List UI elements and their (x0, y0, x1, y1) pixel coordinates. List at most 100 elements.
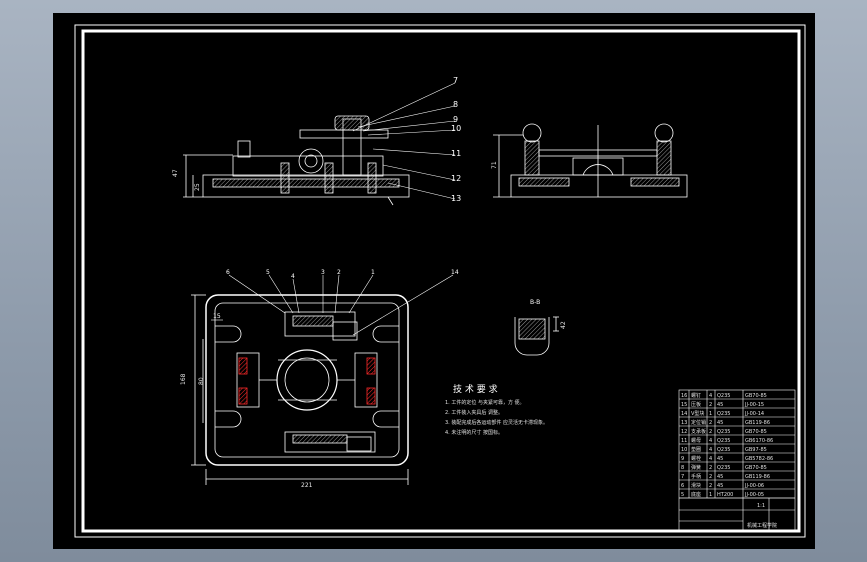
title-block-cell: 11 (681, 438, 687, 444)
title-block-cell: GB70-85 (745, 429, 767, 435)
leader-label-2: 2 (337, 269, 341, 276)
title-block-cell: JJ-00-06 (744, 483, 764, 489)
title-block-cell: GB6170-86 (745, 438, 773, 444)
title-block-footer: 1:1 机械工程学院 (747, 503, 777, 529)
title-block-cell: 2 (709, 429, 712, 435)
title-block-cell: 底座 (691, 491, 701, 498)
dim-top-width: 221 (301, 482, 313, 489)
title-block-cell: 4 (709, 438, 712, 444)
title-block-cell: V型块 (691, 410, 704, 417)
tech-req-item-3: 3. 装配完成后各运动部件 应灵活无卡滞现象。 (445, 419, 548, 426)
title-block-cell: GB70-85 (745, 393, 767, 399)
title-block-cell: 4 (709, 393, 712, 399)
leader-label-4: 4 (291, 273, 295, 280)
title-block-cell: 2 (709, 483, 712, 489)
leader-label-8: 8 (453, 100, 458, 109)
title-block-school: 机械工程学院 (747, 522, 777, 529)
title-block-cell: GB5782-86 (745, 456, 773, 462)
tech-req-item-2: 2. 工件装入夹具后 调整。 (445, 409, 503, 416)
tech-req-item-4: 4. 未注明的尺寸 按国标。 (445, 429, 503, 436)
title-block-cell: Q235 (717, 429, 730, 435)
title-block-cell: 压板 (691, 401, 701, 408)
leader-label-6: 6 (226, 269, 230, 276)
leader-label-14: 14 (451, 269, 459, 276)
leader-label-1: 1 (371, 269, 375, 276)
dim-front-base: 25 (194, 183, 201, 191)
title-block-scale: 1:1 (757, 503, 765, 509)
title-block-cell: 45 (717, 420, 723, 426)
title-block-cell: 6 (681, 483, 684, 489)
title-block-cell: 1 (709, 492, 712, 498)
title-block-cell: 45 (717, 474, 723, 480)
title-block-cell: 2 (709, 474, 712, 480)
title-block-cell: 4 (709, 456, 712, 462)
title-block-cell: 手柄 (691, 473, 701, 480)
section-label: B-B (530, 299, 540, 306)
title-block-cell: GB119-86 (745, 420, 770, 426)
title-block-cell: 7 (681, 474, 684, 480)
leader-label-5: 5 (266, 269, 270, 276)
dim-top-height: 168 (180, 373, 187, 385)
title-block-cell: 13 (681, 420, 687, 426)
title-block-cell: 支承板 (691, 428, 706, 435)
title-block-cell: JJ-00-14 (744, 411, 764, 417)
title-block-cell: 14 (681, 411, 687, 417)
leader-label-10: 10 (451, 124, 461, 133)
title-block-cell: 1 (709, 411, 712, 417)
leader-label-3: 3 (321, 269, 325, 276)
cad-drawing-canvas[interactable]: 47 25 7 8 9 10 11 12 13 71 (53, 13, 815, 549)
title-block-cell: 45 (717, 483, 723, 489)
title-block-cell: 16 (681, 393, 687, 399)
leader-label-11: 11 (451, 149, 461, 158)
leader-label-9: 9 (453, 115, 458, 124)
title-block-cell: Q235 (717, 393, 730, 399)
top-view-leader-labels: 6 5 4 3 2 1 14 15 (213, 269, 459, 320)
dim-front-height: 47 (172, 169, 179, 177)
title-block-cell: 10 (681, 447, 687, 453)
title-block-cell: 2 (709, 420, 712, 426)
title-block-cell: 15 (681, 402, 687, 408)
title-block-cell: 2 (709, 402, 712, 408)
front-view-leaders (352, 82, 456, 200)
section-dim: 42 (560, 321, 567, 329)
tech-req-item-1: 1. 工件的定位 与夹紧可靠，方 便。 (445, 399, 525, 406)
top-view-leaders (211, 274, 454, 336)
title-block-cell: 8 (681, 465, 684, 471)
front-view: 47 25 (172, 115, 410, 206)
technical-requirements: 技 术 要 求 1. 工件的定位 与夹紧可靠，方 便。 2. 工件装入夹具后 调… (445, 383, 548, 436)
title-block-cell: HT200 (717, 492, 733, 498)
title-block-cell: 45 (717, 456, 723, 462)
title-block-cell: JJ-00-05 (744, 492, 764, 498)
title-block-cell: 4 (709, 447, 712, 453)
title-block-cell: 螺钉 (691, 392, 701, 399)
drawing-sheet: 47 25 7 8 9 10 11 12 13 71 (74, 24, 806, 538)
title-block-cell: JJ-00-15 (744, 402, 764, 408)
title-block-cell: 2 (709, 465, 712, 471)
title-block-cell: 弹簧 (691, 464, 701, 471)
title-block-cell: Q235 (717, 438, 730, 444)
leader-label-7: 7 (453, 76, 458, 85)
title-block-cell: Q235 (717, 465, 730, 471)
top-view: 168 80 221 (180, 294, 409, 489)
title-block-cell: 螺母 (691, 437, 701, 444)
dim-side-height: 71 (491, 161, 498, 169)
title-block-cell: Q235 (717, 411, 730, 417)
title-block-cell: 12 (681, 429, 687, 435)
section-b-b: B-B 42 (514, 299, 567, 356)
title-block-cell: GB70-85 (745, 465, 767, 471)
inner-border (81, 29, 801, 533)
title-block-cell: 定位销 (691, 419, 706, 426)
side-view: 71 (491, 123, 688, 198)
title-block-cell: 5 (681, 492, 684, 498)
leader-label-15: 15 (213, 313, 221, 320)
front-view-leader-labels: 7 8 9 10 11 12 13 (451, 76, 461, 203)
title-block-cell: GB119-86 (745, 474, 770, 480)
title-block-cell: 滑块 (691, 482, 701, 489)
title-block-cell: GB97-85 (745, 447, 767, 453)
title-block-cell: 垫圈 (691, 446, 701, 453)
outer-border (74, 24, 806, 538)
leader-label-12: 12 (451, 174, 461, 183)
dim-top-inner: 80 (198, 377, 205, 385)
leader-label-13: 13 (451, 194, 461, 203)
